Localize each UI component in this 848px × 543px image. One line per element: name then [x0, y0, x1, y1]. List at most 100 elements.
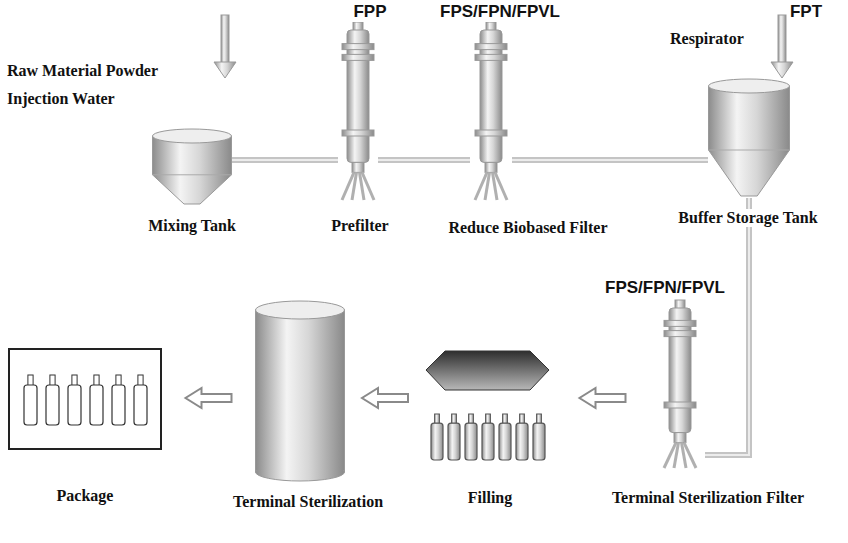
bottle-neck — [50, 375, 55, 386]
pipe-outer — [512, 157, 708, 163]
text-label: FPP — [351, 3, 388, 22]
bottle — [465, 414, 477, 460]
filter-leg — [485, 172, 490, 200]
tank-body — [153, 136, 232, 204]
bottle-neck — [138, 375, 143, 386]
hollow-arrow — [186, 388, 232, 408]
bottle-body — [46, 385, 59, 425]
equipment-node: Terminal Sterilization — [255, 300, 345, 482]
text-label: Package — [55, 487, 116, 505]
filter-leg — [684, 443, 696, 468]
filter-flange — [475, 130, 507, 136]
pipe — [232, 160, 338, 161]
filter-base — [352, 162, 364, 172]
bottle — [24, 375, 37, 425]
filter-flange — [475, 44, 507, 50]
pipe — [778, 15, 786, 63]
filter-flange — [342, 54, 374, 60]
equipment-shape — [338, 22, 378, 202]
pipe-outer — [378, 157, 470, 163]
equipment-shape — [425, 350, 550, 462]
text-label: Filling — [466, 489, 514, 507]
hollow-arrow — [362, 388, 408, 408]
filter-flange — [342, 44, 374, 50]
filter-leg — [352, 172, 357, 200]
flow-arrow — [580, 388, 626, 408]
flow-arrow — [362, 388, 408, 408]
text-label: Terminal Sterilization — [231, 493, 385, 511]
tank-body — [709, 86, 790, 196]
bottle — [134, 375, 147, 425]
flow-arrow — [186, 388, 232, 408]
text-label: FPT — [788, 3, 824, 22]
tank-lid — [709, 79, 790, 93]
text-label: Injection Water — [5, 90, 117, 108]
bottle-body — [68, 385, 81, 425]
text-label: FPS/FPN/FPVL — [603, 279, 727, 298]
bottle — [90, 375, 103, 425]
package-box — [9, 349, 161, 449]
bottle-body — [448, 423, 460, 460]
pipe-shine — [232, 159, 338, 161]
bottle — [112, 375, 125, 425]
bottle — [46, 375, 59, 425]
bottle — [448, 414, 460, 460]
bottle-neck — [94, 375, 99, 386]
equipment-node: FPS/FPN/FPVLTerminal Sterilization Filte… — [655, 300, 705, 470]
equipment-node: Filling — [425, 350, 550, 462]
bottle-body — [533, 423, 545, 460]
pipe-outer — [705, 198, 749, 455]
bottle — [68, 375, 81, 425]
pipe-shine — [512, 159, 708, 161]
text-label: Mixing Tank — [146, 217, 238, 235]
text-label: Raw Material Powder — [5, 62, 160, 80]
hollow-arrow — [580, 388, 626, 408]
sterilizer-top — [256, 301, 345, 319]
equipment-node: Package — [8, 348, 162, 450]
sterilizer-body — [256, 310, 345, 472]
filter-flange — [664, 331, 696, 337]
equipment-shape — [152, 128, 232, 206]
filter-leg — [362, 172, 374, 200]
bottle — [482, 414, 494, 460]
text-label: Prefilter — [329, 217, 390, 235]
equipment-node: FPS/FPN/FPVLReduce Biobased Filter — [470, 22, 512, 202]
equipment-shape — [255, 300, 345, 482]
bottle-body — [134, 385, 147, 425]
inlet-pipe — [214, 15, 236, 78]
tank-seam — [153, 174, 232, 175]
filter-flange — [342, 130, 374, 136]
bottle-body — [516, 423, 528, 460]
sterilizer-face — [256, 310, 344, 470]
filling-head — [426, 351, 549, 390]
pipe — [512, 160, 708, 161]
bottle — [431, 414, 443, 460]
bottle-neck — [116, 375, 121, 386]
bottle-neck — [72, 375, 77, 386]
bottle-body — [112, 385, 125, 425]
tank-seam — [709, 150, 790, 151]
equipment-shape — [655, 300, 705, 470]
filter-leg — [674, 443, 679, 468]
bottle-body — [465, 423, 477, 460]
inlet-arrow — [214, 62, 236, 78]
tank-lid — [153, 129, 232, 143]
filter-flange — [664, 320, 696, 326]
filter-flange — [475, 54, 507, 60]
filter-base — [674, 433, 686, 443]
bottle-body — [24, 385, 37, 425]
respirator-pipe — [771, 15, 793, 78]
bottle-neck — [28, 375, 33, 386]
text-label: Terminal Sterilization Filter — [610, 489, 806, 507]
inlet-arrow — [771, 62, 793, 78]
pipe — [378, 160, 470, 161]
equipment-shape — [470, 22, 512, 202]
bottle — [516, 414, 528, 460]
text-label: Reduce Biobased Filter — [446, 219, 609, 237]
equipment-shape — [8, 348, 162, 450]
bottle-body — [482, 423, 494, 460]
filter-flange — [664, 402, 696, 408]
pipe — [221, 15, 229, 63]
equipment-node: Buffer Storage Tank — [708, 78, 790, 198]
